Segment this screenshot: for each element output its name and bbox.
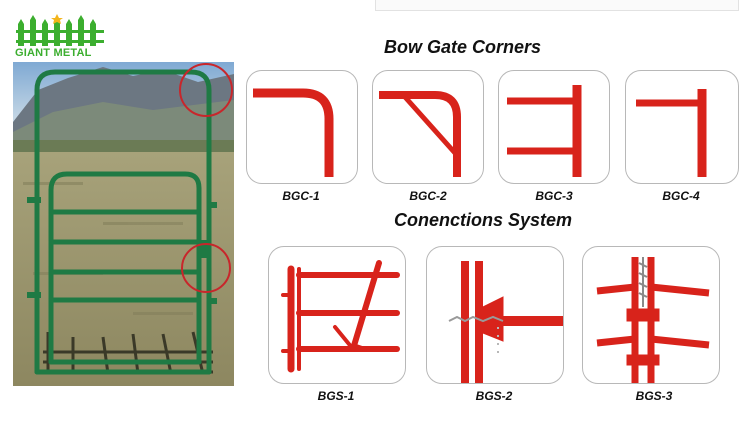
corner-card-bgc-1[interactable] <box>246 70 358 184</box>
connection-card-bgs-2[interactable] <box>426 246 564 384</box>
corner-label: BGC-1 <box>282 189 320 203</box>
corner-card-bgc-2[interactable] <box>372 70 484 184</box>
connection-label: BGS-2 <box>475 389 513 403</box>
corner-card-bgc-3[interactable] <box>498 70 610 184</box>
square-corner-image <box>507 85 582 177</box>
corner-label: BGC-3 <box>535 189 573 203</box>
connection-card-bgs-1[interactable] <box>268 246 406 384</box>
tee-corner-image <box>636 89 707 177</box>
bow-gate-corners-title: Bow Gate Corners <box>384 37 542 57</box>
corner-label: BGC-2 <box>409 189 447 203</box>
corner-card-bgc-4[interactable] <box>625 70 739 184</box>
gate-hinge-connection-image <box>281 260 400 373</box>
corner-label: BGC-4 <box>662 189 700 203</box>
top-search-bar <box>375 0 739 11</box>
connection-label: BGS-3 <box>635 389 673 403</box>
connection-card-bgs-3[interactable] <box>582 246 720 384</box>
connection-label: BGS-1 <box>317 389 355 403</box>
connections-system-title: Conenctions System <box>394 210 573 230</box>
double-panel-connection-image <box>596 257 710 383</box>
giant-metal-logo: GIANT METAL <box>14 14 106 64</box>
fence-logo-icon <box>16 14 104 46</box>
curved-corner-image <box>253 88 334 177</box>
brand-name: GIANT METAL <box>15 47 92 59</box>
gate-photo <box>13 62 234 386</box>
braced-corner-image <box>379 91 461 177</box>
chain-clamp-connection-image <box>448 261 563 383</box>
